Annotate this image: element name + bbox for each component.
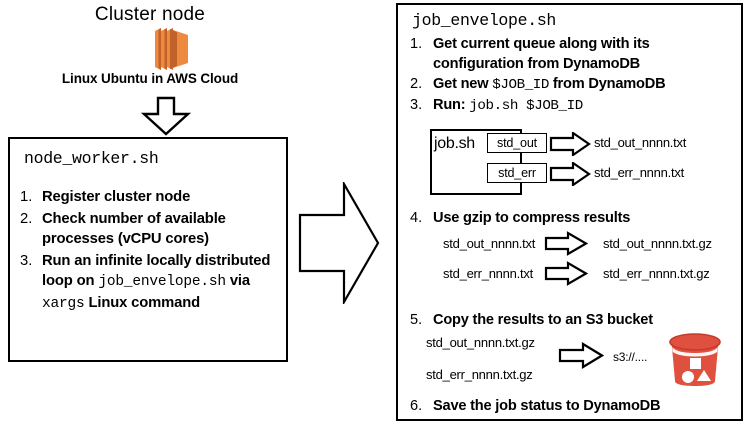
gzip-output-1: std_out_nnnn.txt.gz	[603, 236, 712, 251]
job-envelope-panel: job_envelope.sh 1. Get current queue alon…	[396, 3, 743, 421]
gzip-input-2: std_err_nnnn.txt	[443, 266, 533, 281]
aws-s3-bucket-icon	[666, 333, 724, 387]
text-span: Copy the results to an S3 bucket	[433, 312, 653, 328]
std-err-box: std_err	[487, 163, 547, 183]
code-span: $JOB_ID	[492, 77, 550, 93]
step-text: Run: job.sh $JOB_ID	[433, 96, 735, 117]
text-span: Use gzip to compress results	[433, 210, 631, 226]
std-err-filename: std_err_nnnn.txt	[594, 165, 684, 180]
step-number: 2.	[20, 210, 33, 227]
code-span: job.sh $JOB_ID	[469, 98, 583, 114]
step-number: 4.	[410, 210, 423, 226]
step-text: Get new $JOB_ID from DynamoDB	[433, 75, 735, 96]
step-number: 1.	[410, 36, 423, 52]
step-number: 3.	[20, 252, 33, 269]
text-span: via	[225, 273, 250, 289]
step-number: 3.	[410, 97, 423, 113]
text-span: Run an infinite locally distributed loop…	[42, 252, 271, 290]
text-span: Register cluster node	[42, 189, 191, 205]
node-worker-step-list: 1. Register cluster node 2. Check number of…	[20, 187, 280, 315]
node-worker-script-name: node_worker.sh	[24, 149, 159, 168]
aws-ec2-icon	[139, 27, 191, 71]
gzip-output-2: std_err_nnnn.txt.gz	[603, 266, 710, 281]
job-envelope-script-name: job_envelope.sh	[412, 11, 557, 30]
text-span: Get current queue along with its configu…	[433, 36, 650, 72]
step-text: Copy the results to an S3 bucket	[433, 311, 735, 331]
cloud-caption: Linux Ubuntu in AWS Cloud	[61, 71, 239, 86]
step-text: Use gzip to compress results	[433, 209, 735, 229]
job-envelope-step-2: 2. Get new $JOB_ID from DynamoDB	[410, 75, 735, 96]
step-number: 2.	[410, 76, 423, 92]
gzip-input-1: std_out_nnnn.txt	[443, 236, 536, 251]
s3-input-1: std_out_nnnn.txt.gz	[426, 335, 535, 350]
stdout-arrow-icon	[549, 130, 591, 158]
right-arrow-icon	[297, 179, 381, 307]
job-envelope-step-4: 4. Use gzip to compress results	[410, 209, 735, 229]
down-arrow-icon	[138, 96, 194, 136]
step-text: Register cluster node	[42, 187, 280, 208]
node-worker-step-1: 1. Register cluster node	[20, 187, 280, 208]
step-text: Get current queue along with its configu…	[433, 35, 735, 74]
job-envelope-step-6: 6. Save the job status to DynamoDB	[410, 397, 735, 417]
gzip-arrow-2-icon	[544, 261, 589, 286]
text-span: Linux command	[84, 294, 200, 311]
text-span: Check number of available processes (vCP…	[42, 210, 226, 248]
text-span: Run:	[433, 97, 470, 113]
text-span: Get new	[433, 76, 493, 92]
step-text: Save the job status to DynamoDB	[433, 397, 735, 417]
step-number: 6.	[410, 398, 423, 414]
code-span: xargs	[42, 295, 85, 312]
s3-input-2: std_err_nnnn.txt.gz	[426, 367, 533, 382]
text-span: from DynamoDB	[549, 76, 666, 92]
node-worker-step-3: 3. Run an infinite locally distributed lo…	[20, 251, 280, 315]
std-out-filename: std_out_nnnn.txt	[594, 135, 687, 150]
code-span: job_envelope.sh	[98, 274, 226, 290]
node-worker-step-2: 2. Check number of available processes (v…	[20, 209, 280, 250]
jobsh-label: job.sh	[434, 135, 475, 152]
job-envelope-step-3: 3. Run: job.sh $JOB_ID	[410, 96, 735, 117]
step-text: Run an infinite locally distributed loop…	[42, 251, 280, 315]
step-text: Check number of available processes (vCP…	[42, 209, 280, 250]
job-envelope-step-1: 1. Get current queue along with its confi…	[410, 35, 735, 74]
s3-arrow-icon	[558, 342, 605, 369]
text-span: Save the job status to DynamoDB	[433, 398, 661, 414]
node-worker-box: node_worker.sh 1. Register cluster node 2.…	[8, 137, 288, 362]
step-number: 1.	[20, 189, 33, 205]
job-envelope-step-5: 5. Copy the results to an S3 bucket	[410, 311, 735, 331]
step-number: 5.	[410, 312, 423, 328]
gzip-arrow-1-icon	[544, 231, 589, 256]
std-out-box: std_out	[487, 133, 547, 153]
cluster-node-title: Cluster node	[94, 4, 206, 25]
s3-uri-label: s3://....	[613, 350, 648, 364]
stderr-arrow-icon	[549, 160, 591, 188]
